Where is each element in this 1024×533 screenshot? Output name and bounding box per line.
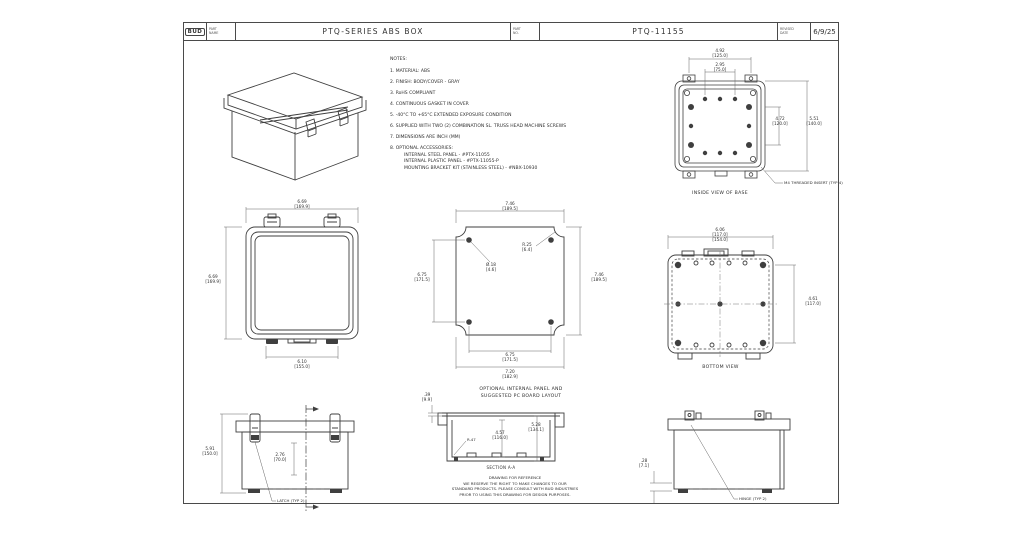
isometric-view (198, 61, 374, 181)
dim-base-height-inner: 4.72 [120.0] (772, 116, 788, 126)
reference-line: WE RESERVE THE RIGHT TO MAKE CHANGES TO … (463, 480, 567, 486)
note-item: 5. -40°C TO +65°C EXTENDED EXPOSURE COND… (390, 113, 512, 118)
dim-foot: .28 [7.1] (639, 458, 649, 468)
note-item: 7. DIMENSIONS ARE INCH (MM) (390, 135, 461, 140)
note-item: 2. FINISH: BODY/COVER - GRAY (390, 80, 460, 85)
drawing-sheet: BUD PART NAME PTQ-SERIES ABS BOX PART NO… (183, 22, 843, 513)
dim-panel-hole-spacing-v: 6.75 [171.5] (414, 272, 430, 282)
dim-depth-inner: 4.57 [116.0] (492, 430, 508, 440)
company-logo: BUD (184, 23, 207, 40)
note-accessory: INTERNAL STEEL PANEL - #PTX-11055 (404, 152, 490, 158)
side-latch-view: 5.91 [150.0] 2.76 [70.0] LATCH (TYP 2) (202, 401, 380, 519)
threaded-insert-note: M4 THREADED INSERT (TYP 4) (784, 180, 843, 185)
reference-line: STANDARD PRODUCTS. PLEASE CONSULT WITH B… (451, 486, 579, 492)
panel-drawing (432, 209, 582, 369)
part-no-label: PART NO. (511, 23, 540, 40)
section-caption: SECTION A-A (486, 465, 516, 470)
notes-block: NOTES: 1. MATERIAL: ABS 2. FINISH: BODY/… (390, 57, 585, 172)
dim-side-inner: 2.76 [70.0] (273, 452, 287, 462)
dim-base-width-inner: 2.95 [75.0] (713, 62, 727, 72)
note-accessory: MOUNTING BRACKET KIT (STAINLESS STEEL) -… (404, 165, 538, 171)
dim-base-width-outer: 4.92 [125.0] (712, 48, 728, 58)
dim-base-height-outer: 5.51 [140.0] (806, 116, 822, 126)
side-hinge-drawing (650, 410, 791, 503)
notes-heading: NOTES: (390, 57, 407, 62)
bottom-view: 6.06 [117.0] [154.0] 4.61 [117.0] BOTTOM… (642, 227, 842, 401)
panel-caption-line1: OPTIONAL INTERNAL PANEL AND (479, 387, 563, 392)
revised-date-value: 6/9/25 (813, 27, 836, 36)
inside-base-caption: INSIDE VIEW OF BASE (692, 191, 748, 196)
note-item: 6. SUPPLIED WITH TWO (2) COMBINATION SL.… (390, 124, 567, 129)
side-latch-drawing (220, 405, 355, 513)
dim-side-height: 5.91 [150.0] (202, 446, 218, 456)
part-no-value: PTQ-11155 (540, 23, 778, 40)
reference-line: PRIOR TO USING THIS DRAWING FOR DESIGN P… (459, 491, 571, 497)
dim-panel-width: 7.46 [189.5] (502, 201, 518, 211)
dim-bottom-width: 6.06 [117.0] [154.0] (712, 227, 728, 242)
dim-cover-width: 6.69 [169.9] (294, 199, 310, 209)
dim-panel-bottom-outer: 7.20 [182.9] (502, 369, 518, 379)
inside-base-drawing (674, 57, 809, 184)
note-item: 3. RoHS COMPLIANT (390, 91, 436, 96)
note-item: 1. MATERIAL: ABS (390, 69, 430, 74)
title-block: BUD PART NAME PTQ-SERIES ABS BOX PART NO… (184, 23, 838, 41)
reference-line: DRAWING FOR REFERENCE (488, 475, 542, 480)
reference-note: DRAWING FOR REFERENCE WE RESERVE THE RIG… (408, 475, 622, 497)
bottom-view-caption: BOTTOM VIEW (702, 365, 739, 370)
note-accessory: INTERNAL PLASTIC PANEL - #PTX-11055-P (404, 159, 499, 164)
note-item: 4. CONTINUOUS GASKET IN COVER (390, 102, 469, 107)
section-radius-callout: R.47 (467, 437, 476, 442)
isometric-drawing (223, 72, 367, 181)
latch-note: LATCH (TYP 2) (277, 498, 305, 503)
corner-radius-callout: R.25 [6.4] (522, 242, 532, 252)
dim-panel-height: 7.46 [189.5] (591, 272, 607, 282)
panel-caption-line2: SUGGESTED PC BOARD LAYOUT (480, 394, 562, 399)
dim-cover-height: 6.69 [169.9] (205, 274, 221, 284)
section-view: .39 [9.9] 4.57 [116.0] 5.28 [134.1] R.47… (422, 392, 607, 501)
inside-base-view: 4.92 [125.0] 2.95 [75.0] 4.72 [120.0] 5.… (639, 48, 843, 217)
hinge-note: HINGE (TYP 2) (739, 496, 767, 501)
cover-drawing (224, 207, 359, 359)
part-name-label: PART NAME (207, 23, 236, 40)
dim-depth-outer: 5.28 [134.1] (528, 422, 544, 432)
bottom-drawing (664, 235, 796, 360)
section-drawing (428, 405, 565, 462)
side-hinge-view: .28 [7.1] HINGE (TYP 2) (636, 401, 811, 521)
dim-panel-hole-spacing-h: 6.75 [171.5] (502, 352, 518, 362)
panel-view: 7.46 [189.5] 7.46 [189.5] 6.75 [171.5] 6… (414, 201, 626, 413)
cover-view: 6.69 [169.9] 6.69 [169.9] 6.10 [155.0] (205, 199, 412, 385)
dim-lip: .39 [9.9] (422, 392, 432, 402)
revised-date-label: REVISED DATE (778, 23, 811, 40)
hole-diameter-callout: Ø.18 [4.6] (486, 262, 496, 272)
note-item: 8. OPTIONAL ACCESSORIES: (390, 146, 454, 151)
part-name-value: PTQ-SERIES ABS BOX (236, 23, 511, 40)
bud-logo-icon: BUD (184, 27, 206, 36)
dim-cover-bottom: 6.10 [155.0] (294, 359, 310, 369)
dim-bottom-height: 4.61 [117.0] (805, 296, 821, 306)
